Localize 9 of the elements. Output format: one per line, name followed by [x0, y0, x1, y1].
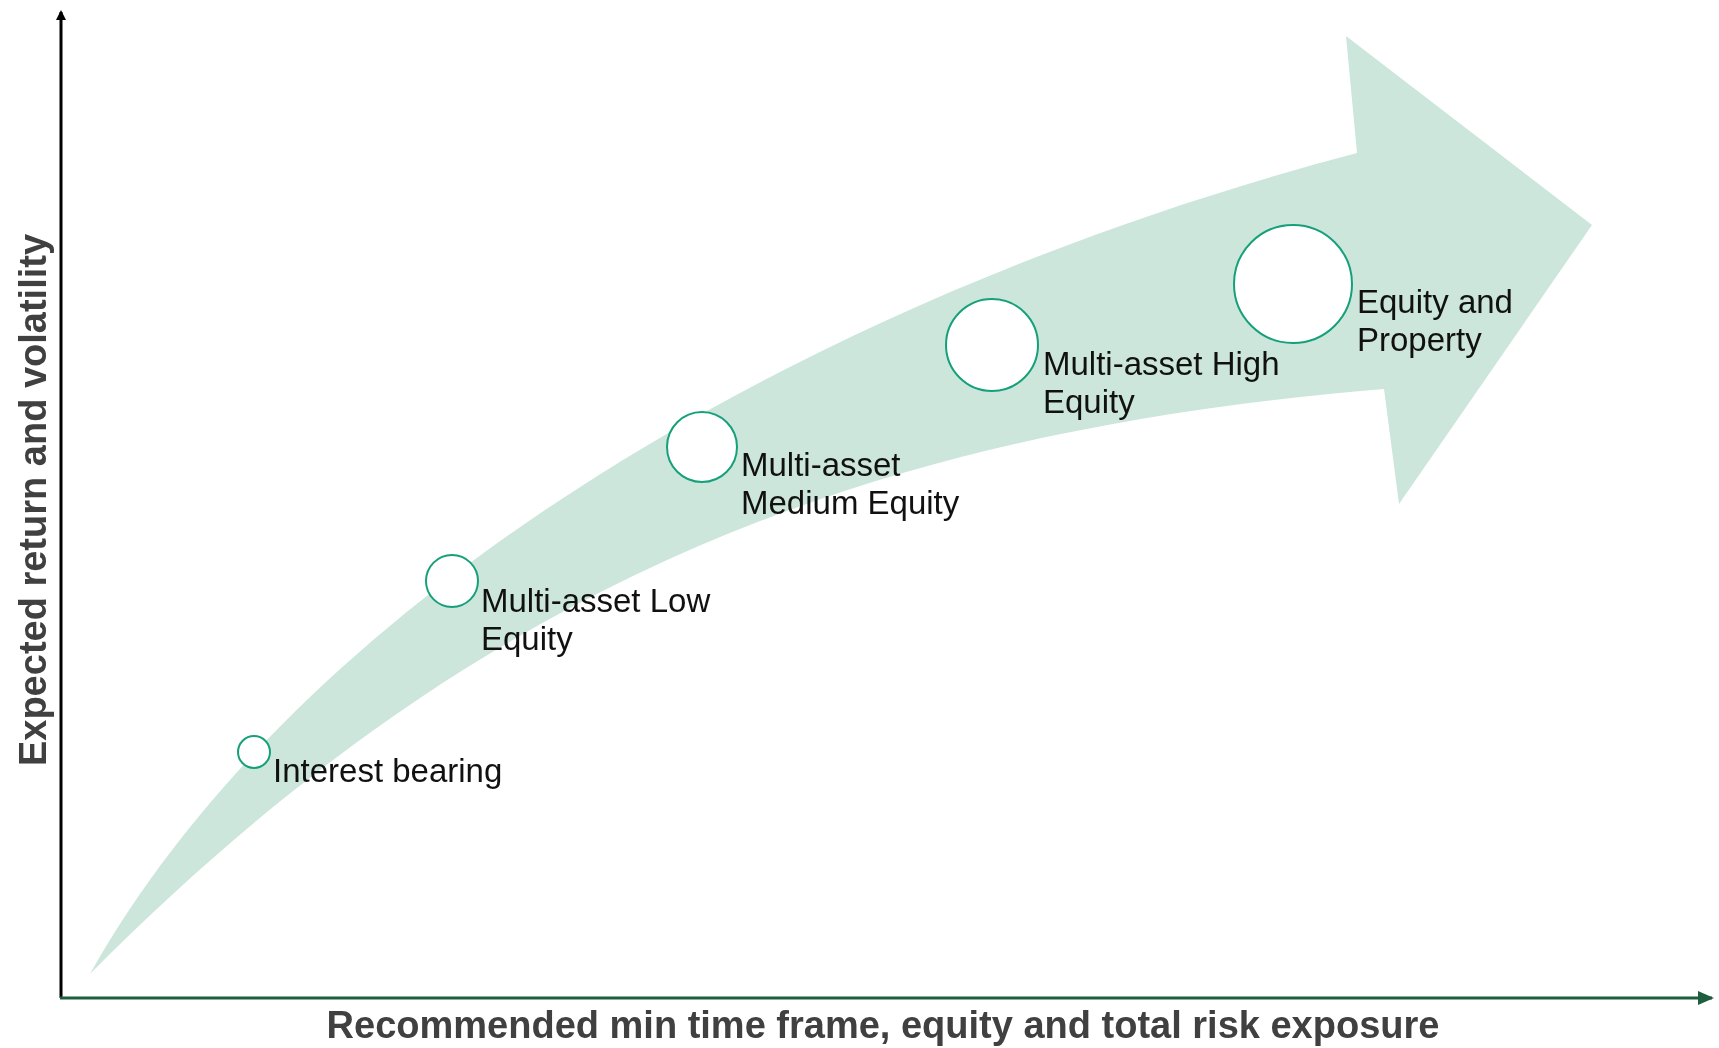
circle-marker — [425, 554, 479, 608]
category-label: Multi-asset High Equity — [1043, 345, 1281, 421]
category-label: Multi-asset Low Equity — [481, 582, 712, 658]
x-axis-title: Recommended min time frame, equity and total risk exposure — [326, 1003, 1440, 1047]
category-label: Multi-asset Medium Equity — [741, 446, 961, 522]
circle-marker — [237, 735, 271, 769]
y-axis-title: Expected return and volatility — [11, 233, 55, 767]
category-label: Equity and Property — [1357, 283, 1514, 359]
category-label: Interest bearing — [273, 752, 504, 790]
